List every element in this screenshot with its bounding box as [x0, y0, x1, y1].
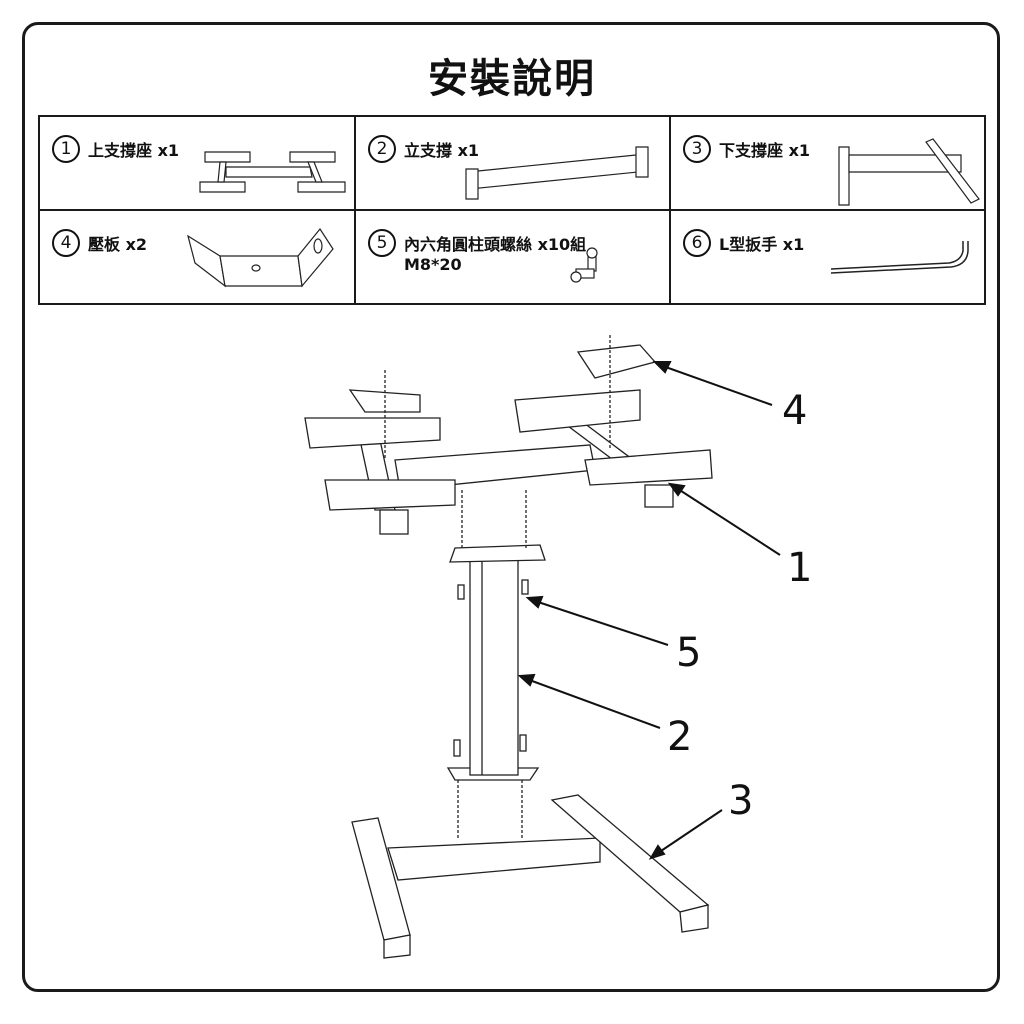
part-label: 上支撐座 x1: [88, 141, 180, 160]
callout-2: 2: [667, 714, 693, 760]
instruction-frame: [22, 22, 1000, 992]
part-label: 內六角圓柱頭螺絲 x10組: [404, 235, 587, 254]
hex-screw-drawing: [570, 247, 598, 283]
upper-support-drawing: [199, 151, 346, 193]
callout-4: 4: [782, 388, 808, 434]
part-clamp-plate: 4 壓板 x2: [40, 211, 356, 303]
upper-support-assembly: [304, 335, 713, 535]
callout-1: 1: [787, 545, 813, 591]
parts-list: 1 上支撐座 x1 2 立支撐 x1 3 下支撐座 x1 4 壓板 x2: [38, 115, 986, 305]
part-upright: 2 立支撐 x1: [356, 117, 671, 211]
part-number: 5: [368, 229, 396, 257]
page-title: 安裝說明: [428, 56, 596, 102]
part-number: 4: [52, 229, 80, 257]
upright-drawing: [465, 146, 649, 200]
clamp-plate-drawing: [187, 227, 334, 288]
part-number: 2: [368, 135, 396, 163]
base-drawing: [838, 138, 980, 206]
part-number: 3: [683, 135, 711, 163]
part-label: L型扳手 x1: [719, 235, 805, 254]
part-label: 壓板 x2: [88, 235, 148, 254]
callout-3: 3: [728, 778, 754, 824]
part-number: 6: [683, 229, 711, 257]
part-label: 下支撐座 x1: [719, 141, 811, 160]
callout-5: 5: [676, 630, 702, 676]
part-hex-screws: 5 內六角圓柱頭螺絲 x10組 M8*20: [356, 211, 671, 303]
part-spec: M8*20: [404, 255, 462, 274]
part-number: 1: [52, 135, 80, 163]
base-assembly: [351, 794, 710, 959]
l-wrench-drawing: [830, 241, 969, 274]
part-l-wrench: 6 L型扳手 x1: [671, 211, 984, 303]
upright-column: [446, 490, 546, 840]
part-label: 立支撐 x1: [404, 141, 480, 160]
part-upper-support: 1 上支撐座 x1: [40, 117, 356, 211]
part-base: 3 下支撐座 x1: [671, 117, 984, 211]
